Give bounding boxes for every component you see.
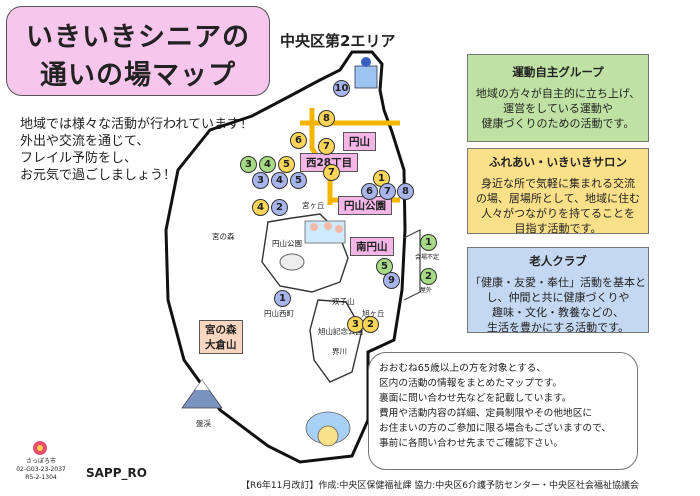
legend-title: 運動自主グループ: [512, 65, 604, 79]
legend-line: 趣味・文化・教養などの、: [492, 306, 624, 319]
label-miyagaoka: 宮ヶ丘: [302, 201, 325, 210]
map-marker: 9: [383, 272, 400, 289]
callout-label-2: 屋外: [420, 287, 433, 294]
map-marker: 2: [271, 199, 288, 216]
intro-text: 地域では様々な活動が行われています！ 外出や交流を通じて、 フレイル予防をし、 …: [20, 116, 253, 184]
map-marker: 10: [333, 80, 350, 97]
animal-illustration: [279, 253, 305, 271]
legend-yellow: ふれあい・いきいきサロン 身近な所で気軽に集まれる交流 の場、居場所として、地域…: [467, 148, 649, 235]
info-line: 費用や活動内容の詳細、定員制限やその他地区に: [379, 408, 593, 419]
map-marker: 5: [290, 172, 307, 189]
place-maruyama: 円山: [343, 132, 376, 151]
map-marker: 8: [397, 183, 414, 200]
label-mizuhogaoka: 旭ヶ丘: [362, 309, 385, 318]
footer-credit: 【R6年11月改訂】作成:中央区保健福祉課 協力:中央区6介護予防センター・中央…: [240, 481, 640, 491]
callout-label-1: 会場不定: [415, 254, 440, 261]
asahiyama-outline: [309, 299, 363, 383]
place-line: 大倉山: [205, 339, 237, 351]
map-marker: 1: [274, 290, 291, 307]
label-miyanomori: 宮の森: [212, 232, 235, 241]
map-marker: 7: [323, 164, 340, 181]
intro-line: フレイル予防をし、: [20, 151, 138, 166]
area-label: 中央区第2エリア: [280, 32, 396, 50]
legend-line: 「健康・友愛・奉仕」活動を基本と: [470, 276, 646, 289]
map-marker: 2: [362, 316, 379, 333]
title-box: いきいきシニアの 通いの場マップ: [6, 6, 270, 96]
info-line: 区内の活動の情報をまとめたマップです。: [379, 378, 563, 389]
intro-line: 外出や交流を通じて、: [20, 134, 150, 149]
legend-line: 健康づくりのための活動です。: [481, 117, 635, 130]
map-marker: 7: [379, 183, 396, 200]
label-maruyama-nishimachi: 円山西町: [264, 309, 294, 318]
legend-line: 人々がつながりを持てることを: [481, 207, 635, 220]
label-futagoyama: 双子山: [332, 297, 355, 306]
map-marker: 4: [259, 156, 276, 173]
map-marker: 6: [290, 132, 307, 149]
label-maruyama-park: 円山公園: [272, 239, 302, 248]
map-marker: 4: [271, 172, 288, 189]
callout-marker-1: 1: [420, 234, 437, 251]
info-line: お住まいの方のご参加に限る場合もございますので、: [379, 423, 612, 434]
label-asahiyama-park: 旭山記念公園: [318, 327, 363, 336]
city-logo: さっぽろ市 02-G03-23-2037 R5-2-1304: [14, 458, 68, 482]
info-line: おおむね65歳以上の方を対象とする、: [379, 363, 547, 374]
mountain-illustration: [181, 379, 223, 409]
legend-line: し、仲間と共に健康づくりや: [486, 291, 630, 304]
map-marker: 8: [318, 110, 335, 127]
map-marker: 6: [361, 183, 378, 200]
legend-line: 目指す活動です。: [514, 222, 602, 235]
intro-line: 地域では様々な活動が行われています！: [20, 117, 253, 132]
legend-green: 運動自主グループ 地域の方々が自主的に立ち上げ、 運営をしている運動や 健康づく…: [467, 54, 649, 142]
maruyama-park-outline: [261, 213, 349, 293]
label-bankei: 盤渓: [196, 419, 211, 428]
title-line-1: いきいきシニアの: [26, 22, 250, 53]
intro-line: お元気で過ごしましょう！: [20, 168, 177, 183]
legend-title: 老人クラブ: [529, 254, 587, 268]
callout-marker-2: 2: [420, 268, 437, 285]
map-marker: 7: [318, 138, 335, 155]
legend-line: 地域の方々が自主的に立ち上げ、: [475, 87, 641, 100]
legend-line: 運営をしている運動や: [503, 102, 613, 115]
place-line: 宮の森: [205, 324, 237, 336]
info-box: おおむね65歳以上の方を対象とする、 区内の活動の情報をまとめたマップです。 裏…: [368, 352, 638, 470]
place-minami-maruyama: 南円山: [350, 237, 394, 256]
callout-bracket: [403, 229, 421, 301]
info-line: 事前に各問い合わせ先までご確認下さい。: [379, 438, 564, 449]
legend-line: の場、居場所として、地域に住む: [475, 192, 641, 205]
legend-title: ふれあい・いきいきサロン: [489, 155, 627, 169]
legend-line: 生活を豊かにする活動です。: [486, 321, 629, 334]
district-boundary: [164, 50, 407, 464]
map-marker: 3: [240, 156, 257, 173]
city-name: さっぽろ市: [25, 458, 56, 465]
title-line-2: 通いの場マップ: [40, 60, 236, 91]
shrine-illustration: [354, 65, 378, 89]
logo-code: 02-G03-23-2037: [16, 466, 66, 473]
map-marker: 3: [252, 172, 269, 189]
sapporo-logo: SAPP_RO: [86, 466, 147, 480]
label-sakaigawa: 界川: [332, 347, 347, 356]
info-line: 裏面に問い合わせ先などを記載しています。: [379, 393, 572, 404]
place-miyanomori-okurayama: 宮の森 大倉山: [199, 320, 243, 354]
legend-line: 身近な所で気軽に集まれる交流: [481, 177, 635, 190]
legend-blue: 老人クラブ 「健康・友愛・奉仕」活動を基本と し、仲間と共に健康づくりや 趣味・…: [467, 247, 649, 334]
map-marker: 4: [252, 199, 269, 216]
logo-code: R5-2-1304: [25, 474, 57, 481]
map-marker: 5: [278, 156, 295, 173]
